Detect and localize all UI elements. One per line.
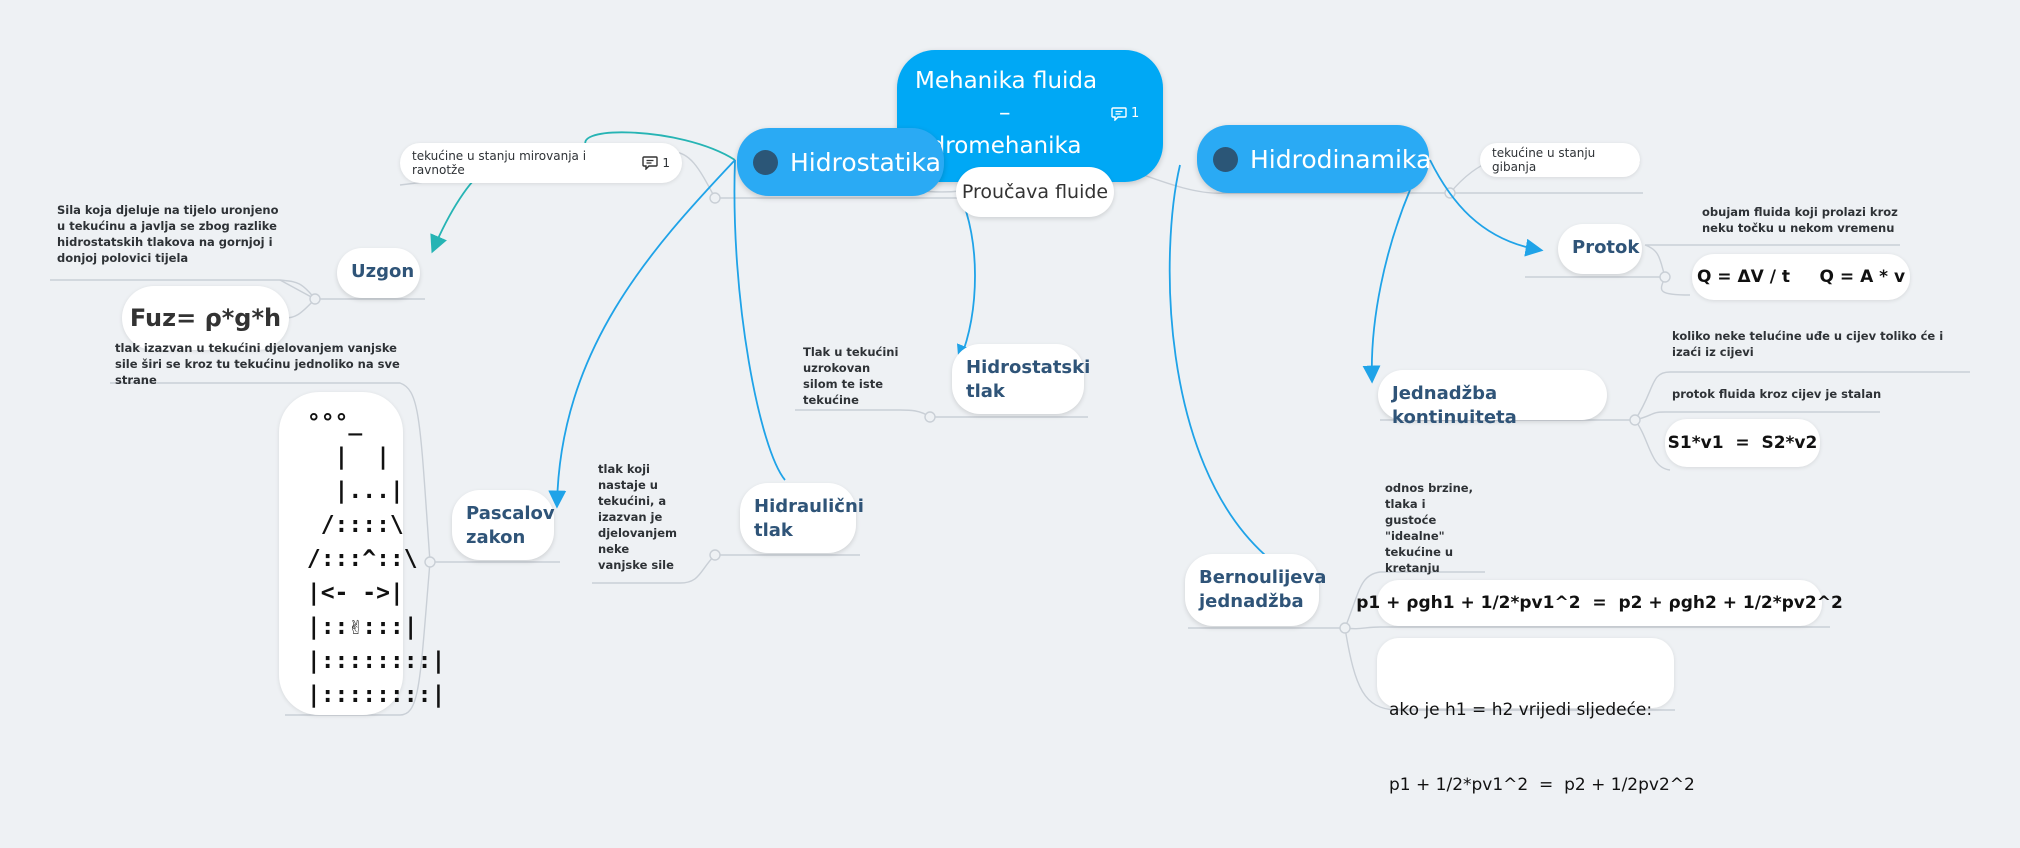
uzgon-node[interactable]: Uzgon: [337, 248, 420, 298]
uzgon-label: Uzgon: [351, 261, 415, 282]
hidrostatika-note-text: tekućine u stanju mirovanja i ravnotže: [412, 149, 587, 177]
hidraulicni-label-line1: Hidraulični: [754, 496, 864, 517]
pascal-label-line1: Pascalov: [466, 503, 555, 524]
comment-icon: [642, 156, 659, 170]
central-node[interactable]: Mehanika fluida – Hidromehanika 1: [897, 50, 1163, 182]
uzgon-formula[interactable]: Fuz= ρ*g*h: [122, 286, 289, 350]
bernoulli-formula[interactable]: p1 + ρgh1 + 1/2*pv1^2 = p2 + ρgh2 + 1/2*…: [1356, 580, 1843, 626]
hidrodinamika-node[interactable]: Hidrodinamika: [1197, 125, 1432, 193]
hidrostatika-comment-count: 1: [662, 156, 670, 170]
kontinuitet-description1: koliko neke telućine uđe u cijev toliko …: [1672, 329, 1944, 359]
mind-map-canvas: Mehanika fluida – Hidromehanika 1 Prouča…: [50, 50, 1970, 795]
pascal-description: tlak izazvan u tekućini djelovanjem vanj…: [115, 341, 400, 387]
bernoulli-formula-text: p1 + ρgh1 + 1/2*pv1^2 = p2 + ρgh2 + 1/2*…: [1356, 593, 1843, 613]
bullet-icon: [753, 149, 778, 175]
hidrostatski-node[interactable]: Hidrostatski tlak: [952, 344, 1091, 414]
hidrostatski-label-line1: Hidrostatski: [966, 357, 1091, 378]
protok-description: obujam fluida koji prolazi kroz neku toč…: [1702, 205, 1898, 235]
kontinuitet-formula-text: S1*v1 = S2*v2: [1667, 433, 1818, 453]
kontinuitet-formula[interactable]: S1*v1 = S2*v2: [1665, 419, 1820, 467]
kontinuitet-node[interactable]: Jednadžba kontinuiteta: [1378, 370, 1607, 428]
central-comment-count: 1: [1131, 106, 1140, 121]
kontinuitet-label: Jednadžba kontinuiteta: [1392, 383, 1517, 428]
bernoulli-label-line1: Bernoulijeva: [1199, 567, 1327, 588]
central-title-line1: Mehanika fluida: [915, 68, 1098, 94]
protok-formula-text: Q = ΔV / t Q = A * v: [1696, 267, 1906, 287]
bernoulli-special-line1: ako je h1 = h2 vrijedi sljedeće:: [1389, 700, 1653, 720]
pascal-ascii-art-box[interactable]: °°°_ | | |...| /::::\ /:::^::\ |<- ->| |…: [279, 392, 446, 715]
bernoulli-description: odnos brzine, tlaka i gustoće "idealne" …: [1385, 481, 1473, 575]
bernoulli-node[interactable]: Bernoulijeva jednadžba: [1185, 554, 1327, 626]
bullet-icon: [1213, 146, 1238, 172]
hidrostatika-label: Hidrostatika: [790, 147, 941, 177]
pascal-ascii-art: °°°_ | | |...| /::::\ /:::^::\ |<- ->| |…: [306, 410, 446, 708]
protok-label: Protok: [1572, 237, 1640, 258]
hidrostatika-note[interactable]: tekućine u stanju mirovanja i ravnotže 1: [400, 143, 682, 183]
hidraulicni-node[interactable]: Hidraulični tlak: [740, 483, 864, 553]
uzgon-description: Sila koja djeluje na tijelo uronjeno u t…: [57, 203, 279, 265]
uzgon-formula-text: Fuz= ρ*g*h: [129, 304, 282, 332]
kontinuitet-description2: protok fluida kroz cijev je stalan: [1672, 387, 1882, 401]
hidraulicni-label-line2: tlak: [754, 520, 793, 541]
connector-layer: [50, 131, 1970, 716]
hidrostatika-node[interactable]: Hidrostatika: [737, 128, 944, 196]
hidrodinamika-note-text: tekućine u stanju gibanja: [1492, 146, 1596, 174]
hidrostatski-description: Tlak u tekućini uzrokovan silom te iste …: [803, 345, 899, 407]
hidrodinamika-label: Hidrodinamika: [1250, 144, 1432, 174]
bernoulli-label-line2: jednadžba: [1199, 591, 1304, 612]
hidrodinamika-note[interactable]: tekućine u stanju gibanja: [1480, 143, 1640, 177]
comment-icon: [1111, 106, 1127, 121]
central-title-line2: –: [999, 100, 1011, 126]
pascal-label-line2: zakon: [466, 527, 526, 548]
central-comment-badge[interactable]: 1: [1111, 106, 1139, 121]
central-subtitle-text: Proučava fluide: [961, 181, 1109, 203]
bernoulli-special-line2: p1 + 1/2*pv1^2 = p2 + 1/2pv2^2: [1389, 775, 1695, 795]
hidrostatski-label-line2: tlak: [966, 381, 1005, 402]
hidrostatika-comment-badge[interactable]: 1: [642, 156, 670, 170]
pascal-node[interactable]: Pascalov zakon: [452, 490, 555, 560]
bernoulli-special-case[interactable]: ako je h1 = h2 vrijedi sljedeće: p1 + 1/…: [1377, 638, 1695, 795]
central-subtitle[interactable]: Proučava fluide: [956, 167, 1114, 217]
protok-node[interactable]: Protok: [1558, 224, 1642, 274]
protok-formula[interactable]: Q = ΔV / t Q = A * v: [1692, 254, 1910, 300]
hidraulicni-description: tlak koji nastaje u tekućini, a izazvan …: [598, 462, 677, 572]
